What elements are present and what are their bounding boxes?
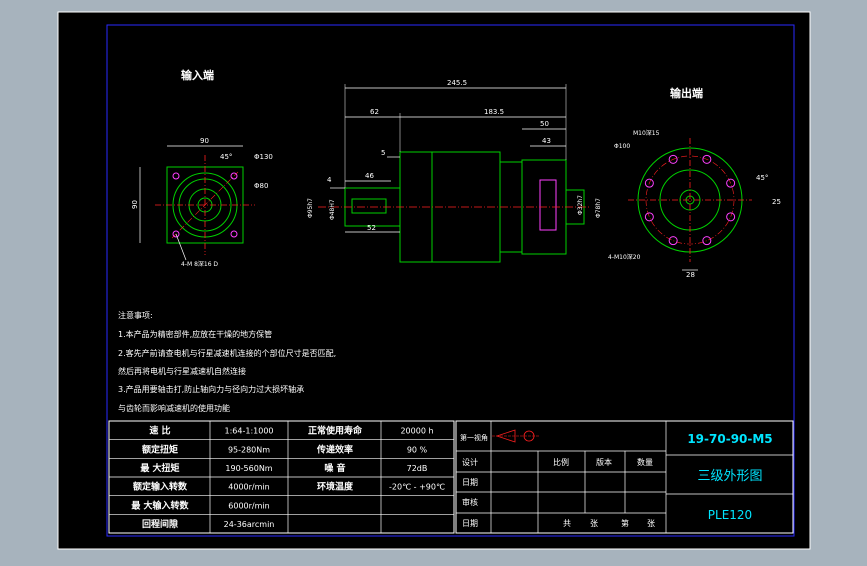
output-key-detail <box>539 179 557 231</box>
tb-quantity: 数量 <box>637 457 653 467</box>
spec-label: 传递效率 <box>316 443 353 455</box>
notes-block: 注意事项: 1.本产品为精密部件,应放在干燥的地方保管 2.客先产前请查电机与行… <box>118 310 336 413</box>
dim-side-50: 50 <box>540 120 549 128</box>
tb-design: 设计 <box>462 457 478 467</box>
tb-sheet-no: 第 <box>621 518 629 528</box>
dim-out-45: 45° <box>756 174 768 182</box>
keyway-input <box>351 198 387 214</box>
leader-input-holes <box>175 233 187 261</box>
dim-out-25: 25 <box>772 198 781 206</box>
tb-sheet-total: 共 <box>563 519 571 528</box>
spec-label: 噪 音 <box>324 462 345 474</box>
spec-value: 1:64-1:1000 <box>225 427 274 436</box>
dim-input-90-top: 90 <box>200 137 209 145</box>
output-bolt-hole <box>726 212 736 222</box>
projection-symbol-icon <box>492 429 540 443</box>
dim-side-245-5: 245.5 <box>447 79 467 87</box>
drawing-frame <box>106 24 795 537</box>
dim-side-4: 4 <box>327 176 332 184</box>
dim-side-phi-left2: Φ48H7 <box>329 199 336 220</box>
output-bolt-hole <box>702 236 712 246</box>
spec-table: 速 比 1:64-1:1000 正常使用寿命 20000 h 额定扭矩 95-280Nm 传… <box>108 420 455 534</box>
dim-side-43: 43 <box>542 137 551 145</box>
tb-sheet-word1: 张 <box>590 519 598 528</box>
output-bolt-hole <box>702 154 712 164</box>
spec-label: 回程间隙 <box>142 518 178 530</box>
spec-label: 速 比 <box>149 425 170 437</box>
output-bolt-hole <box>644 212 654 222</box>
dim-side-62: 62 <box>370 108 379 116</box>
notes-line-2: 2.客先产前请查电机与行星减速机连接的个部位尺寸是否匹配, <box>118 348 336 358</box>
spec-value: 72dB <box>407 464 428 473</box>
input-view-label: 输入端 <box>181 68 214 82</box>
dim-side-52: 52 <box>367 224 376 232</box>
dim-side-5: 5 <box>381 149 385 157</box>
spec-value: 24-36arcmin <box>224 520 275 529</box>
dim-out-m10: M10深15 <box>633 129 660 137</box>
spec-label: 最 大扭矩 <box>140 462 179 474</box>
title-block: 第一视角 设计 日期 审核 日期 比例 版本 数量 共 张 第 张 19-70-… <box>455 420 794 534</box>
tb-code: 19-70-90-M5 <box>687 432 772 446</box>
spec-value: 190-560Nm <box>225 464 272 473</box>
output-bolt-hole <box>644 178 654 188</box>
dim-out-28: 28 <box>686 271 695 279</box>
tb-sheet-word2: 张 <box>647 519 655 528</box>
dim-input-45deg: 45° <box>220 153 232 161</box>
tb-projection: 第一视角 <box>460 433 488 442</box>
tb-drawing-name: 三级外形图 <box>697 469 762 484</box>
sheet-background <box>57 11 811 550</box>
spec-value: -20℃ - +90℃ <box>389 483 445 492</box>
dim-out-holes: 4-M10深20 <box>608 253 641 261</box>
dim-side-phi-left1: Φ95h7 <box>307 198 314 218</box>
spec-value: 90 % <box>407 445 428 454</box>
dim-side-phi-right2: Φ78h7 <box>595 198 602 218</box>
output-end-view: 输出端 M10深15 Φ100 4-M10深20 28 25 45° <box>608 86 781 279</box>
title-block-border <box>455 420 794 534</box>
spec-value: 4000r/min <box>228 483 269 492</box>
input-end-view: 输入端 90 90 45° Φ130 Φ80 4-M 8深16 D <box>131 68 273 268</box>
input-hole-1 <box>172 172 180 180</box>
notes-line-1: 1.本产品为精密部件,应放在干燥的地方保管 <box>118 329 272 339</box>
tb-version: 版本 <box>596 457 612 467</box>
tb-date-2: 日期 <box>462 519 478 528</box>
spec-value: 6000r/min <box>228 501 269 510</box>
tb-scale: 比例 <box>553 457 569 467</box>
input-hole-2 <box>230 172 238 180</box>
dim-input-90-left: 90 <box>131 200 139 209</box>
output-bolt-hole <box>668 154 678 164</box>
dim-side-183-5: 183.5 <box>484 108 504 116</box>
input-diag-centerline <box>171 171 239 239</box>
notes-title: 注意事项: <box>118 310 153 320</box>
output-bolt-holes <box>644 154 736 246</box>
notes-line-3: 然后再将电机与行星减速机自然连接 <box>118 366 246 376</box>
tb-date-1: 日期 <box>462 478 478 487</box>
notes-line-5: 与齿轮而影响减速机的使用功能 <box>118 403 230 413</box>
input-hole-3 <box>172 230 180 238</box>
side-view: 245.5 62 183.5 50 43 5 4 46 52 Φ95h7 Φ48… <box>307 79 602 263</box>
dim-side-46: 46 <box>365 172 374 180</box>
spec-label: 额定输入转数 <box>133 481 188 493</box>
output-bolt-hole <box>668 236 678 246</box>
tb-review: 审核 <box>462 497 478 507</box>
notes-line-4: 3.产品用要轴击打,防止轴向力与径向力过大损坏轴承 <box>118 384 304 394</box>
dim-input-phi80: Φ80 <box>254 182 268 190</box>
output-view-label: 输出端 <box>670 86 703 100</box>
dim-out-phi100: Φ100 <box>614 143 630 150</box>
spec-value: 20000 h <box>400 427 433 436</box>
input-hole-4 <box>230 230 238 238</box>
output-circle-bolt <box>645 155 735 245</box>
spec-label: 最 大输入转数 <box>131 499 189 511</box>
tb-model: PLE120 <box>708 508 752 522</box>
spec-label: 环境温度 <box>317 481 354 493</box>
output-bolt-hole <box>726 178 736 188</box>
dim-side-phi-right1: Φ32h7 <box>577 195 584 215</box>
spec-value: 95-280Nm <box>228 445 270 454</box>
dim-input-phi130: Φ130 <box>254 153 273 161</box>
spec-label: 额定扭矩 <box>142 443 178 455</box>
spec-label: 正常使用寿命 <box>308 425 363 437</box>
dim-input-holes: 4-M 8深16 D <box>181 260 218 268</box>
